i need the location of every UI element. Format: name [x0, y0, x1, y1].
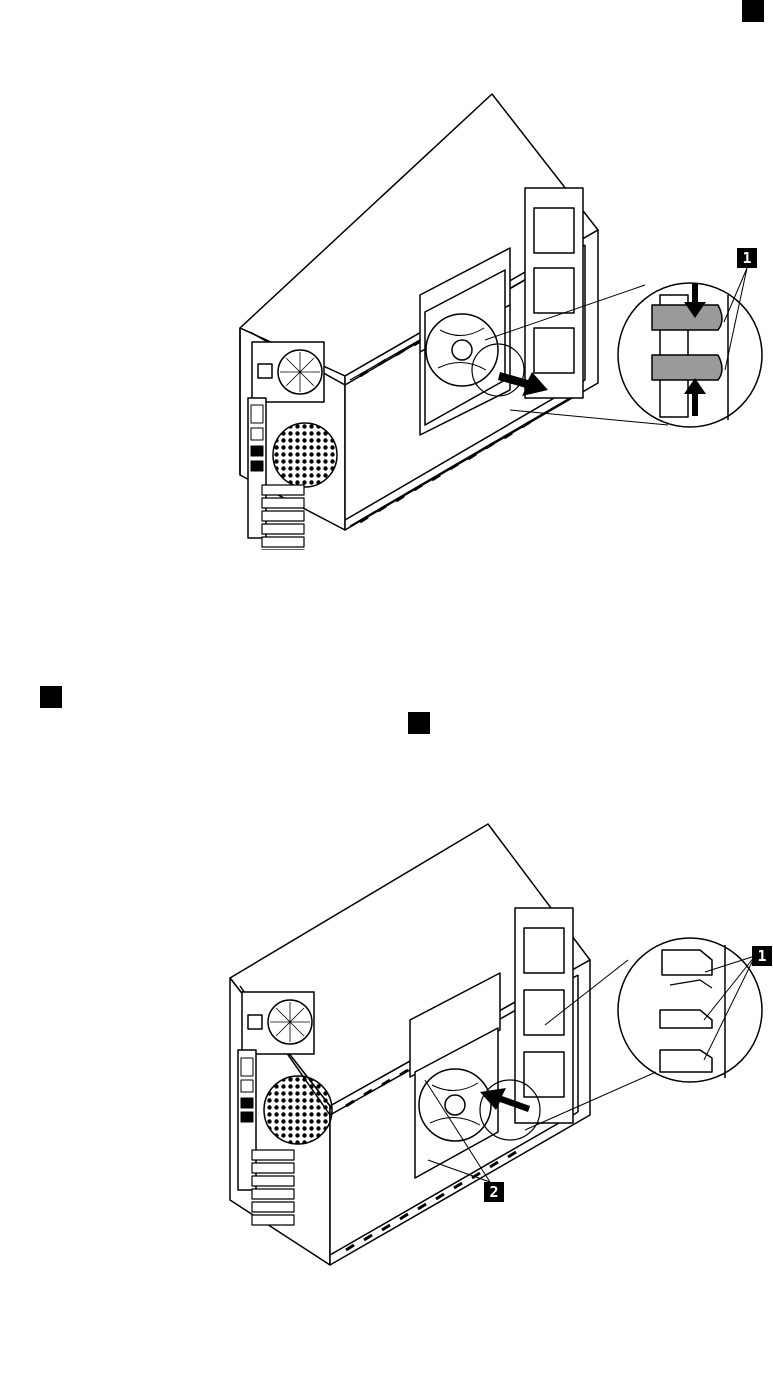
- figure-2-illustration: 1 2: [0, 810, 773, 1280]
- expansion-slots: [262, 485, 304, 550]
- tab-lower: [660, 1050, 712, 1072]
- latch-lower: [652, 355, 722, 380]
- svg-text:1: 1: [757, 947, 766, 965]
- svg-text:2: 2: [489, 1183, 498, 1201]
- callout-1-badge: 1: [737, 248, 757, 268]
- callout-2-badge: 2: [484, 1182, 504, 1202]
- step-marker-top-right: [742, 0, 764, 22]
- figure-install-fan: 1 2: [0, 810, 773, 1280]
- tab-upper: [662, 950, 712, 975]
- figure-1-illustration: 1: [0, 80, 773, 550]
- step-marker-left: [40, 686, 62, 708]
- rear-fan-mesh: [264, 1076, 332, 1144]
- figure-remove-fan: 1: [0, 80, 773, 550]
- svg-text:1: 1: [742, 249, 751, 267]
- step-marker-middle: [408, 712, 430, 734]
- callout-1-badge: 1: [752, 946, 772, 966]
- rear-fan-mesh: [273, 423, 337, 487]
- latch-upper: [652, 305, 722, 330]
